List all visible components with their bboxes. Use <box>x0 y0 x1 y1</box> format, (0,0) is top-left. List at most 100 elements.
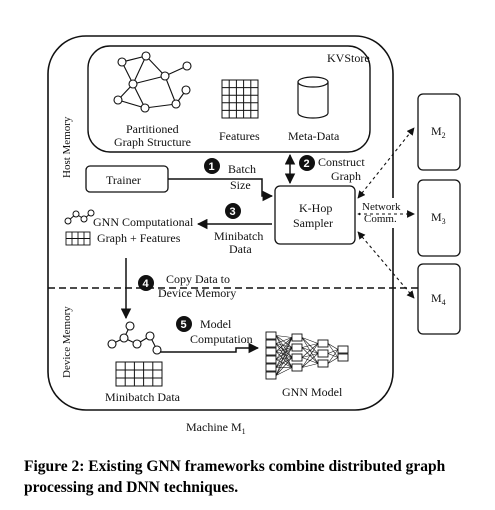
neural-network-icon <box>265 331 349 380</box>
step-5-number: 5 <box>181 319 187 331</box>
features-grid-icon <box>221 79 259 119</box>
model-computation-arrow <box>160 342 260 354</box>
network-arrow-m2 <box>357 127 415 199</box>
gnn-graph-label-1: GNN Computational <box>93 215 194 229</box>
remote-machine-m3-box <box>417 179 461 257</box>
step-5-text-1: Model <box>200 317 232 331</box>
nn-edge <box>301 343 319 368</box>
step-1-badge <box>204 158 220 174</box>
nn-edge <box>275 347 293 352</box>
nn-unit <box>265 339 277 348</box>
remote-machine-m2-box <box>417 93 461 171</box>
nn-edge <box>275 347 293 368</box>
step-4-badge <box>138 275 154 291</box>
sampler-box <box>274 185 356 245</box>
step-2-text-1: Construct <box>318 155 365 169</box>
nn-edge <box>275 367 293 376</box>
kvstore-title: KVStore <box>327 51 370 65</box>
nn-edge <box>275 343 293 358</box>
trainer-label: Trainer <box>106 173 141 187</box>
nn-edge <box>275 347 293 376</box>
step-4-number: 4 <box>143 278 150 290</box>
nn-edge <box>275 351 293 358</box>
features-label: Features <box>219 129 260 143</box>
remote-machine-m4-box <box>417 263 461 335</box>
gnn-graph-label-2: Graph + Features <box>97 231 181 245</box>
nn-unit <box>317 359 329 368</box>
minibatch-grid-icon <box>115 361 163 387</box>
nn-edge <box>327 349 339 364</box>
nn-unit <box>265 371 277 380</box>
minibatch-graph-icon <box>107 321 162 355</box>
step-3-text-2: Data <box>229 242 252 256</box>
nn-unit <box>291 363 303 372</box>
step-3-text-1: Minibatch <box>214 229 263 243</box>
host-memory-label: Host Memory <box>61 116 73 178</box>
nn-edge <box>275 347 293 360</box>
nn-edge <box>275 337 293 376</box>
remote-machine-m3-label: M3 <box>431 210 446 226</box>
minibatch-data-label: Minibatch Data <box>105 390 181 404</box>
nn-edge <box>327 357 339 364</box>
nn-unit <box>317 349 329 358</box>
nn-unit <box>265 347 277 356</box>
network-label-2: Comm. <box>364 213 397 225</box>
kvstore-box <box>87 45 371 153</box>
step-1-number: 1 <box>209 161 215 173</box>
remote-machine-m2-label: M2 <box>431 124 446 140</box>
sampler-label-1: K-Hop <box>299 201 332 215</box>
step-4-text-2: Device Memory <box>158 286 236 300</box>
nn-unit <box>337 353 349 362</box>
nn-edge <box>301 337 319 344</box>
nn-edge <box>301 343 319 348</box>
sampler-label-2: Sampler <box>293 216 333 230</box>
nn-edge <box>275 351 293 368</box>
step-4-text-1: Copy Data to <box>166 272 230 286</box>
step-1-text-1: Batch <box>228 162 256 176</box>
nn-edge <box>301 363 319 368</box>
step-2-number: 2 <box>304 158 310 170</box>
nn-edge <box>327 343 339 350</box>
nn-edge <box>275 337 293 344</box>
nn-edge <box>275 335 293 358</box>
nn-unit <box>265 331 277 340</box>
nn-edge <box>275 335 293 338</box>
partitioned-label-1: Partitioned <box>126 122 179 136</box>
partitioned-label-2: Graph Structure <box>114 135 191 149</box>
machine-label: Machine M1 <box>186 420 246 436</box>
gnn-model-label: GNN Model <box>282 385 343 399</box>
device-memory-label: Device Memory <box>61 306 73 378</box>
nn-unit <box>291 343 303 352</box>
graph-structure-icon <box>113 51 192 113</box>
network-label-1: Network <box>362 201 401 213</box>
nn-unit <box>265 363 277 372</box>
nn-edge <box>275 337 293 360</box>
nn-edge <box>275 335 293 348</box>
nn-edge <box>275 357 293 368</box>
step-5-badge <box>176 316 192 332</box>
nn-edge <box>275 357 293 376</box>
step-5-text-2: Computation <box>190 332 253 346</box>
nn-unit <box>291 353 303 362</box>
nn-edge <box>275 343 293 348</box>
network-arrow-m4 <box>357 231 415 299</box>
nn-edge <box>327 349 339 354</box>
remote-machine-m4-label: M4 <box>431 291 446 307</box>
nn-edge <box>301 343 319 358</box>
small-grid-icon <box>65 231 91 246</box>
nn-edge <box>275 337 293 368</box>
step-3-badge <box>225 203 241 219</box>
step-2-text-2: Graph <box>331 169 361 183</box>
nn-unit <box>291 333 303 342</box>
nn-edge <box>275 359 293 368</box>
nn-edge <box>327 353 339 358</box>
nn-unit <box>337 345 349 354</box>
step-1-text-2: Size <box>230 178 251 192</box>
nn-unit <box>265 355 277 364</box>
step-2-badge <box>299 155 315 171</box>
metadata-label: Meta-Data <box>288 129 340 143</box>
nn-edge <box>275 357 293 360</box>
nn-edge <box>275 343 293 368</box>
nn-unit <box>317 339 329 348</box>
